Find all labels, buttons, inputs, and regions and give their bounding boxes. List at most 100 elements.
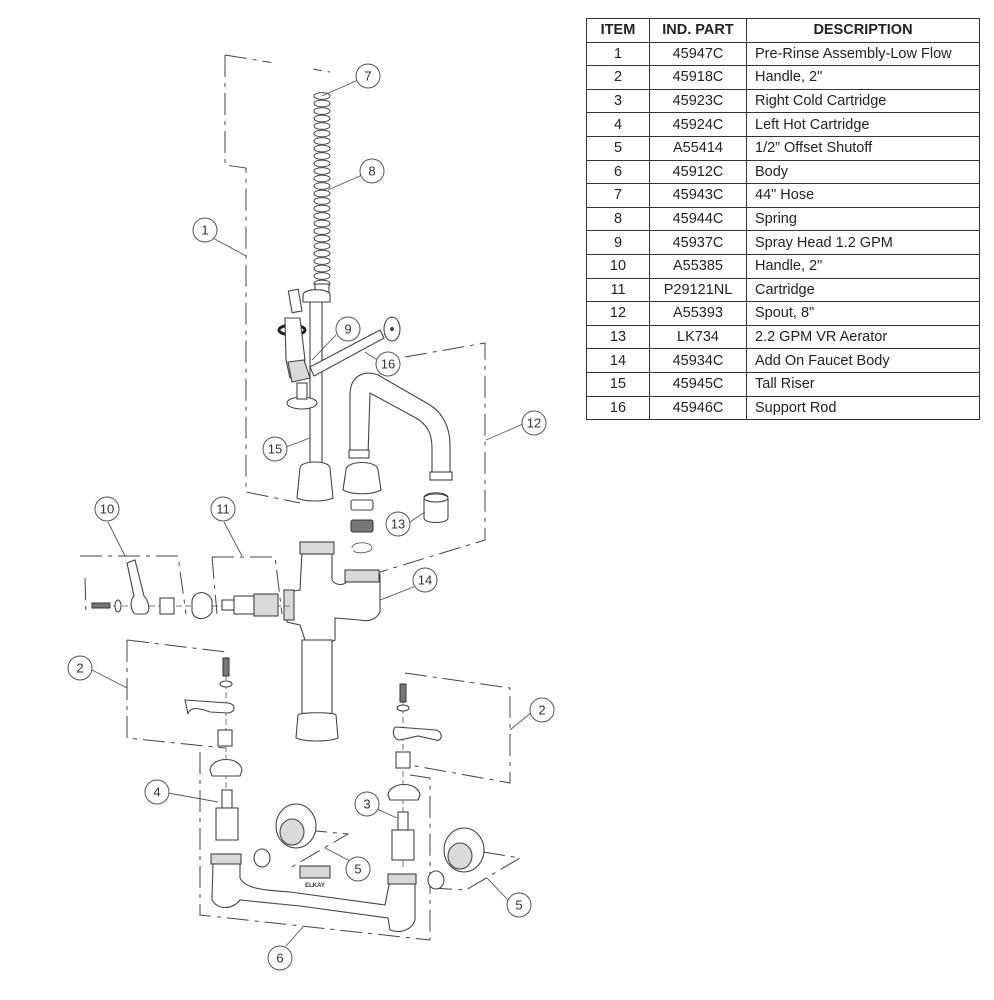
spring-coil <box>313 182 331 190</box>
description-cell: Tall Riser <box>746 371 980 397</box>
header-part: IND. PART <box>649 18 747 43</box>
hose-inner <box>241 60 326 301</box>
callout-11: 11 <box>210 496 236 522</box>
callout-9: 9 <box>335 316 361 342</box>
part-number-cell: 45945C <box>649 371 747 397</box>
part-number-cell: A55385 <box>649 253 747 279</box>
svg-text:15: 15 <box>268 442 282 457</box>
part-number-cell: 45937C <box>649 230 747 255</box>
callout-16: 16 <box>375 351 401 377</box>
add-on-body-side-thread <box>344 569 380 583</box>
support-rod-screw <box>390 327 394 331</box>
spray-head-valve <box>287 359 311 383</box>
item-cell: 9 <box>586 230 650 255</box>
handle-2-left-adapter <box>217 729 233 747</box>
hose <box>244 62 323 301</box>
svg-text:13: 13 <box>391 517 405 532</box>
part-number-cell: 45944C <box>649 206 747 232</box>
leader-lines <box>91 79 533 947</box>
description-cell: 44" Hose <box>746 183 980 208</box>
svg-text:16: 16 <box>381 357 395 372</box>
handle-2-left-lever <box>184 699 235 715</box>
offset-shutoffs <box>253 803 485 890</box>
callout-10: 10 <box>94 496 120 522</box>
riser-clamp <box>302 289 331 303</box>
spout-end-left <box>348 449 370 459</box>
item-cell: 2 <box>586 65 650 90</box>
spring-coil <box>313 137 331 145</box>
description-cell: Spring <box>746 206 980 232</box>
spring <box>313 92 331 288</box>
cartridge-3-body <box>391 829 415 861</box>
spray-head <box>277 317 318 410</box>
svg-text:3: 3 <box>363 797 370 812</box>
handle-10-screw <box>91 602 111 609</box>
spring-coil <box>313 249 331 258</box>
spring-coil <box>313 152 331 160</box>
spring-coil <box>313 212 331 220</box>
description-cell: 1/2” Offset Shutoff <box>746 135 980 161</box>
add-on-body-shape <box>286 551 381 649</box>
callout-2-left: 2 <box>67 655 93 681</box>
description-cell: Handle, 2" <box>746 253 980 279</box>
spout-clip <box>351 542 373 554</box>
support-rod-bar <box>309 329 385 377</box>
part-number-cell: P29121NL <box>649 277 747 303</box>
part-number-cell: 45918C <box>649 65 747 90</box>
cartridge-11-body <box>233 595 255 615</box>
handle-2-right-lever <box>392 726 442 741</box>
part-number-cell: 45934C <box>649 348 747 373</box>
part-number-cell: 45943C <box>649 183 747 208</box>
hose-ferrule <box>287 288 303 314</box>
svg-text:11: 11 <box>216 502 230 517</box>
svg-text:7: 7 <box>364 69 371 84</box>
part-number-cell: 45923C <box>649 88 747 114</box>
item-cell: 5 <box>586 135 650 161</box>
spring-coil <box>313 92 331 100</box>
header-item: ITEM <box>586 18 650 43</box>
cartridge-3-stem <box>397 811 409 831</box>
outline-handle-10 <box>80 555 187 616</box>
item-cell: 6 <box>586 159 650 185</box>
svg-text:5: 5 <box>354 862 361 877</box>
svg-text:14: 14 <box>418 573 432 588</box>
description-cell: Add On Faucet Body <box>746 348 980 373</box>
spout-end-right <box>429 471 453 481</box>
description-cell: Spout, 8" <box>746 301 980 326</box>
outline-handle-2-left <box>126 639 227 749</box>
item-cell: 11 <box>586 277 650 303</box>
item-cell: 16 <box>586 395 650 421</box>
svg-text:12: 12 <box>527 416 541 431</box>
callout-8: 8 <box>359 158 385 184</box>
faucet-body: ELKAY <box>210 853 417 933</box>
faucet-body-center-thread <box>299 865 331 879</box>
description-cell: Body <box>746 159 980 185</box>
callout-5-left: 5 <box>345 856 371 882</box>
part-number-cell: 45946C <box>649 395 747 421</box>
handle-10-washer <box>114 599 122 613</box>
group-outlines <box>80 54 522 941</box>
riser-coupling-nut <box>296 461 334 502</box>
handle-2-left-assembly <box>184 657 243 841</box>
callout-2-right: 2 <box>529 697 555 723</box>
brand-mark: ELKAY <box>305 883 325 889</box>
handle-2-right-screw <box>399 683 407 703</box>
spring-coil <box>313 122 331 130</box>
item-cell: 14 <box>586 348 650 373</box>
spout <box>348 372 453 481</box>
callout-7: 7 <box>355 63 381 89</box>
svg-text:5: 5 <box>515 898 522 913</box>
